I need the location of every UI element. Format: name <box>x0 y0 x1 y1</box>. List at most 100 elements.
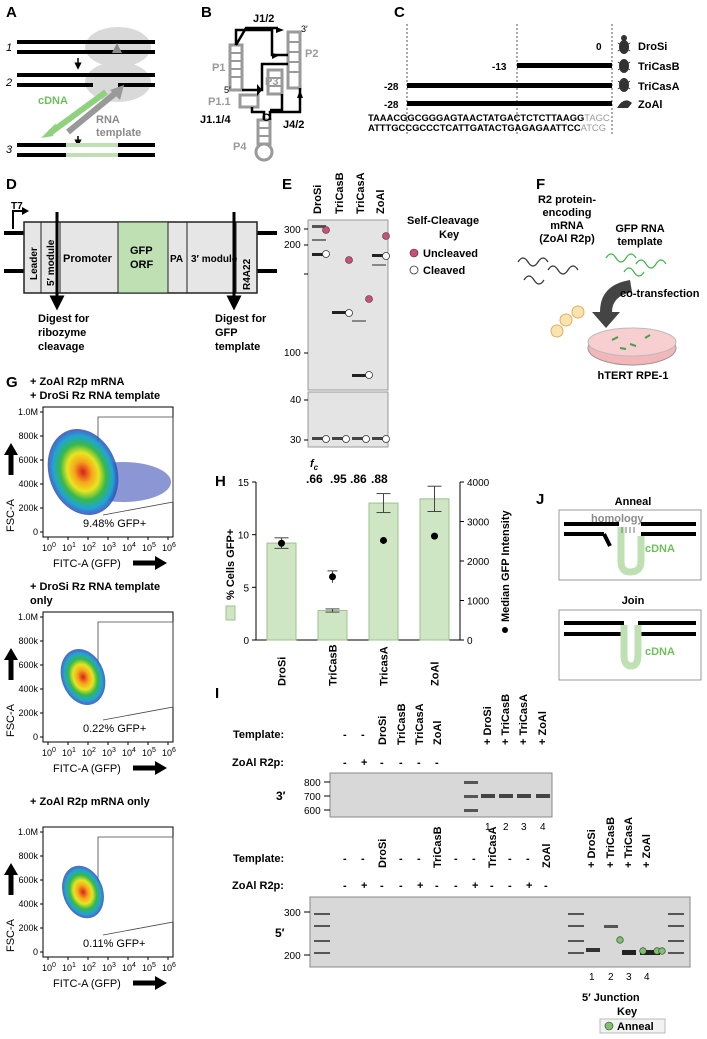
uncleaved-label: Uncleaved <box>423 248 478 260</box>
cleaved-markers <box>322 250 390 443</box>
y2-tick-label: 3000 <box>467 518 490 529</box>
panel-g-label: G <box>6 374 18 391</box>
f-gfp2: template <box>617 236 662 248</box>
flow-density <box>60 649 106 705</box>
template-lane: - <box>508 853 512 865</box>
anneal-key-label: Anneal <box>617 1021 654 1033</box>
flow-xtick: 101 <box>62 962 76 973</box>
flow-ytick: 200k <box>18 708 38 718</box>
r2p-row-label-2: ZoAl R2p: <box>232 880 284 892</box>
template-lane: ZoAl <box>541 844 553 868</box>
lane-number: 2 <box>503 822 509 833</box>
category-label: ZoAl <box>430 662 442 686</box>
y-tick-label: 0 <box>243 636 249 647</box>
gfp-gate <box>97 621 174 721</box>
r2p-lane: - <box>399 757 403 769</box>
panel-a: A 1 2 3 cDNA RNA template <box>5 4 155 157</box>
seq-bottom-dark: ATTTGCCGCCCTCATTGATACTGAGAGAATTCC <box>368 122 581 133</box>
svg-text:30: 30 <box>290 435 302 446</box>
p4-label: P4 <box>233 141 247 153</box>
flow-xtick: 103 <box>102 542 116 553</box>
lane-number: 3 <box>521 822 527 833</box>
y-tick-label: 5 <box>243 583 249 594</box>
r2p-lane: - <box>343 880 347 892</box>
gfp-percent-3: 0.11% GFP+ <box>83 938 145 950</box>
r2p-lane: - <box>380 757 384 769</box>
r2p-lane: + <box>417 880 423 892</box>
anneal-marker <box>639 947 647 955</box>
digest1-l3: cleavage <box>38 341 84 353</box>
cdna-label: cDNA <box>38 95 68 107</box>
flow-ytick: 1.0M <box>18 612 38 622</box>
flow-xtick: 103 <box>102 962 116 973</box>
svg-text:40: 40 <box>290 395 302 406</box>
template-lane: + TriCasA <box>518 694 530 745</box>
rna-label: RNA <box>96 114 120 126</box>
lane-number: 4 <box>644 972 650 983</box>
anneal-key-icon <box>604 1021 614 1031</box>
panel-f-label: F <box>536 176 545 193</box>
gfp-squiggle <box>605 253 667 277</box>
anneal-marker <box>658 947 666 955</box>
product-band <box>481 794 495 798</box>
flow-ytick: 1.0M <box>18 407 38 417</box>
r2p-lane: - <box>508 880 512 892</box>
marker-label: 800 <box>304 778 321 789</box>
ladder-band <box>314 913 330 915</box>
template-lane: - <box>343 853 347 865</box>
mod3-label: 3′ module <box>191 254 238 265</box>
flow-xtick: 104 <box>122 747 136 758</box>
product-band <box>517 794 531 798</box>
lane-number: 3 <box>626 972 632 983</box>
junction-key-sub: Key <box>617 1006 638 1018</box>
flow-xtick: 102 <box>82 542 96 553</box>
ladder-band <box>314 925 330 927</box>
flow-xtick: 100 <box>42 962 56 973</box>
flow-ytick: 600k <box>18 875 38 885</box>
bird-icon <box>617 100 632 108</box>
product-band <box>640 950 660 955</box>
svg-text:100: 100 <box>284 348 301 359</box>
j-cdna-1: cDNA <box>645 543 675 555</box>
lane-number: 2 <box>608 972 614 983</box>
product-band <box>622 950 636 955</box>
j42-label: J4/2 <box>283 119 304 131</box>
ladder-band <box>668 925 684 927</box>
seq-bottom: ATTTGCCGCCCTCATTGATACTGAGAGAATTCCATCG <box>368 122 606 133</box>
j-join-title: Join <box>622 595 645 607</box>
template-lane: - <box>526 853 530 865</box>
flow-xlabel: FITC-A (GFP) <box>53 978 121 990</box>
cell-line-label: hTERT RPE-1 <box>598 370 669 382</box>
product-band <box>499 794 513 798</box>
ladder-band <box>314 952 330 954</box>
digest1-l2: ribozyme <box>38 327 86 339</box>
panel-b-label: B <box>201 4 212 21</box>
gel-top <box>307 219 389 391</box>
panel-b: B J1/2 3′ P1 P2 P3 5′ P1.1 J1.1/4 C J4/2… <box>200 4 318 162</box>
leader-label: Leader <box>29 247 40 280</box>
flow-xtick: 105 <box>142 542 156 553</box>
y-axis-label: % Cells GFP+ <box>225 529 237 600</box>
marker-label: 600 <box>304 806 321 817</box>
template-row-label: Template: <box>233 729 284 741</box>
key-title-2: Key <box>439 229 460 241</box>
flow-xtick: 101 <box>62 542 76 553</box>
panel-g: G + ZoAl R2p mRNA+ DroSi Rz RNA template… <box>4 374 176 990</box>
gfp-percent-1: 9.48% GFP+ <box>83 518 146 530</box>
flow-subtitle-2: only <box>30 595 53 607</box>
flow-xtick: 106 <box>162 747 176 758</box>
species-zoal: ZoAl <box>638 99 662 111</box>
flow-ytick: 200k <box>18 503 38 513</box>
gel-5prime-label: 5′ <box>275 926 285 940</box>
y-tick-label: 10 <box>238 531 250 542</box>
ladder-band <box>568 952 584 954</box>
template-lane: + DroSi <box>482 706 494 745</box>
r2p-lane: - <box>454 880 458 892</box>
flow-density <box>47 429 119 515</box>
anneal-marker <box>616 936 624 944</box>
j114-label: J1.1/4 <box>200 114 231 126</box>
ladder-band <box>568 913 584 915</box>
marker-label: 700 <box>304 792 321 803</box>
